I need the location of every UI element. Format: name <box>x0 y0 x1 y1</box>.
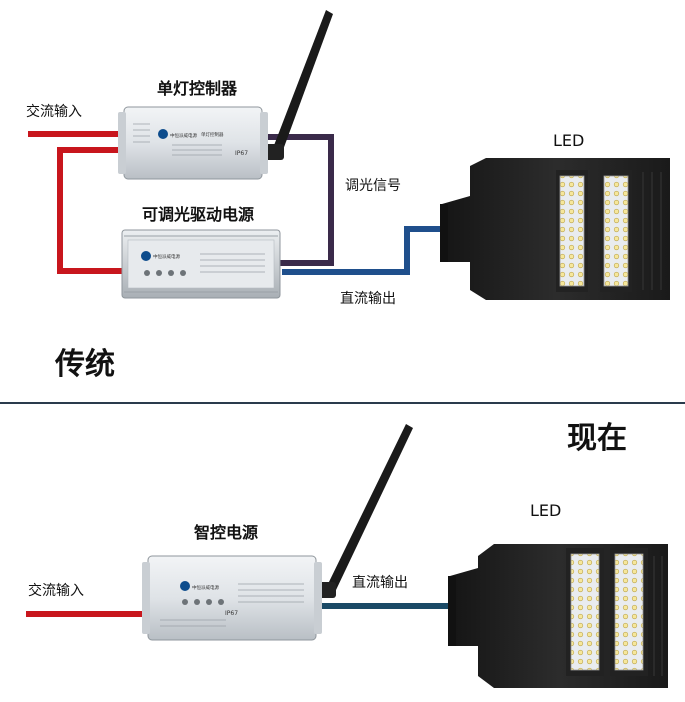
ac-input-wire-traditional <box>28 131 126 274</box>
smart-power-brand-text: 中恒派威电源 <box>192 584 219 591</box>
brand-logo-icon <box>180 581 190 591</box>
ac-input-label-current: 交流输入 <box>28 582 84 599</box>
single-light-controller-device <box>118 106 268 180</box>
dimmable-driver-device <box>121 229 281 299</box>
ac-input-label-traditional: 交流输入 <box>26 103 82 120</box>
dc-output-wire-traditional <box>282 226 442 275</box>
driver-brand-text: 中恒派威电源 <box>153 253 180 260</box>
current-section: 现在 中恒派威电源 IP67 智控电源 <box>26 421 668 688</box>
current-section-title: 现在 <box>567 421 627 456</box>
dc-output-label-traditional: 直流输出 <box>340 290 396 307</box>
brand-logo-icon <box>158 129 168 139</box>
brand-logo-icon <box>141 251 151 261</box>
smart-power-label: 智控电源 <box>194 523 258 542</box>
traditional-section-title: 传统 <box>54 347 115 382</box>
led-label-current: LED <box>530 501 561 520</box>
traditional-section: 中恒派威电源 单灯控制器 IP67 单灯控制器 中恒派威电源 可调光驱动电源 交… <box>26 10 670 382</box>
single-light-controller-label: 单灯控制器 <box>157 79 238 98</box>
controller-brand-text: 中恒派威电源 <box>170 132 197 139</box>
smart-power-rating-text: IP67 <box>225 610 238 617</box>
dimming-signal-wire <box>262 134 334 266</box>
dimmable-driver-label: 可调光驱动电源 <box>142 205 254 224</box>
smart-power-device <box>142 555 322 641</box>
street-lamp-traditional <box>440 158 670 300</box>
controller-model-text: 单灯控制器 <box>201 131 224 138</box>
antenna-current <box>314 424 413 598</box>
controller-rating-text: IP67 <box>235 150 248 157</box>
street-lamp-current <box>448 544 668 688</box>
led-label-traditional: LED <box>553 131 584 150</box>
dc-output-label-current: 直流输出 <box>352 574 408 591</box>
dimming-signal-label: 调光信号 <box>345 178 401 194</box>
